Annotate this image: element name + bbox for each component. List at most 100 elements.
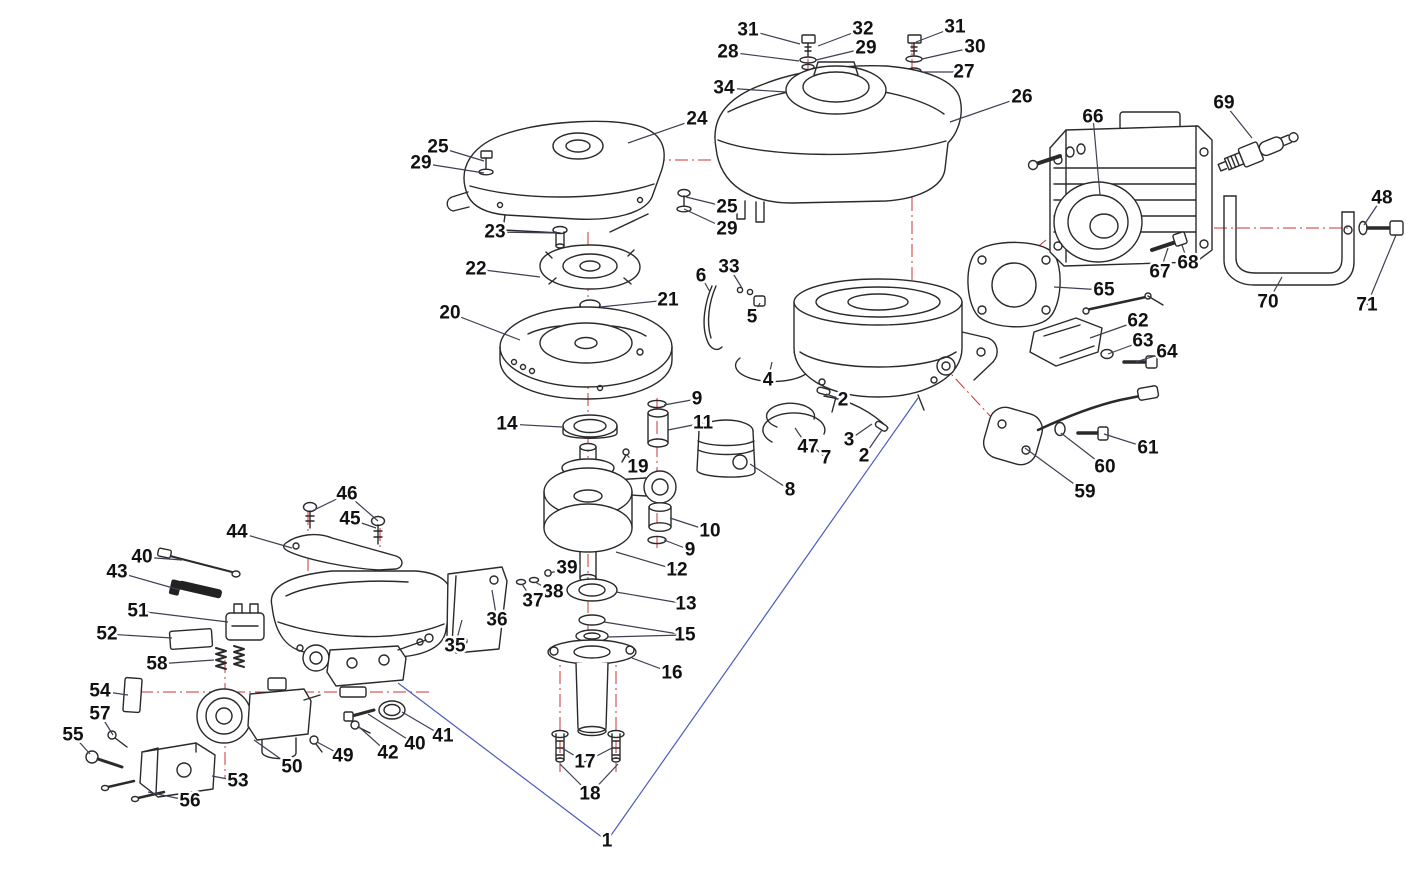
leader-line-47 <box>794 427 809 448</box>
leader-line-57 <box>99 713 114 736</box>
callout-65: 65 <box>1093 280 1115 301</box>
leader-line-2 <box>825 393 844 401</box>
leader-line-55 <box>72 734 91 755</box>
leader-line-30 <box>921 46 976 60</box>
leader-line-29 <box>420 162 485 174</box>
leader-line-50 <box>253 739 293 768</box>
leader-line-3 <box>848 423 873 441</box>
callout-59: 59 <box>1074 482 1095 503</box>
callout-13: 13 <box>675 594 696 615</box>
part-flywheel <box>499 306 673 400</box>
leader-line-44 <box>236 531 293 549</box>
leader-line-29 <box>683 208 728 230</box>
callout-47: 47 <box>797 437 818 458</box>
callout-31: 31 <box>737 20 759 41</box>
callout-11: 11 <box>693 413 714 434</box>
callout-7: 7 <box>821 448 832 469</box>
callout-66: 66 <box>1082 107 1103 128</box>
callout-39: 39 <box>556 558 577 579</box>
callout-57: 57 <box>89 704 110 725</box>
leader-line-70 <box>1267 276 1283 303</box>
leader-line-63 <box>1107 340 1144 355</box>
callout-40: 40 <box>404 734 425 755</box>
leader-line-1 <box>397 682 608 842</box>
leader-line-46 <box>346 493 379 522</box>
leader-line-18 <box>559 763 591 795</box>
leader-line-28 <box>727 51 800 62</box>
callout-35: 35 <box>444 636 466 657</box>
callout-48: 48 <box>1371 188 1392 209</box>
callout-28: 28 <box>717 42 738 63</box>
leader-line-9 <box>663 539 691 551</box>
callout-31: 31 <box>944 17 966 38</box>
leader-line-31 <box>747 29 801 45</box>
leader-line-52 <box>106 633 173 639</box>
callout-60: 60 <box>1094 457 1115 478</box>
part-bolt-43 <box>168 579 222 599</box>
leader-line-60 <box>1060 432 1106 468</box>
callout-24: 24 <box>686 109 708 130</box>
callout-30: 30 <box>964 37 985 58</box>
leader-line-12 <box>615 551 678 571</box>
leader-line-17 <box>584 747 613 763</box>
part-starter-pulley <box>539 244 641 290</box>
leader-line-25 <box>685 196 728 208</box>
callout-23: 23 <box>484 222 505 243</box>
callout-27: 27 <box>953 62 974 83</box>
callout-45: 45 <box>339 509 361 530</box>
callout-64: 64 <box>1156 342 1178 363</box>
leader-line-13 <box>615 591 687 605</box>
leader-line-2 <box>863 429 883 457</box>
callout-8: 8 <box>785 480 796 501</box>
callout-19: 19 <box>627 457 648 478</box>
leader-line-5 <box>751 302 761 318</box>
callout-20: 20 <box>439 303 460 324</box>
part-exhaust-plate <box>1029 292 1164 369</box>
callout-10: 10 <box>699 521 720 542</box>
callout-71: 71 <box>1356 295 1378 316</box>
callout-44: 44 <box>226 522 248 543</box>
leader-line-71 <box>1366 234 1397 306</box>
callout-62: 62 <box>1127 311 1148 332</box>
part-condenser-plate <box>168 627 214 651</box>
leader-line-64 <box>1135 351 1168 363</box>
leader-line-17 <box>561 747 586 763</box>
leader-line-16 <box>631 657 673 674</box>
leader-line-23 <box>494 231 557 234</box>
tank-mount-screws <box>799 34 923 75</box>
leader-line-9 <box>663 398 698 406</box>
leader-line-4 <box>767 361 773 381</box>
part-shapes <box>85 34 1404 803</box>
leader-line-19 <box>626 454 639 468</box>
leader-line-48 <box>1363 197 1383 226</box>
leader-line-26 <box>949 96 1023 123</box>
leader-line-21 <box>599 299 669 308</box>
leader-line-40 <box>367 713 416 745</box>
leader-line-37 <box>521 583 534 602</box>
leader-line-43 <box>116 571 181 591</box>
leader-line-56 <box>147 791 191 802</box>
leader-line-24 <box>627 118 698 144</box>
leader-line-41 <box>401 711 444 737</box>
callout-12: 12 <box>666 560 687 581</box>
callout-53: 53 <box>227 771 248 792</box>
part-governor-linkage <box>703 285 889 432</box>
callout-4: 4 <box>763 370 774 391</box>
leader-line-14 <box>506 423 563 428</box>
leader-line-40 <box>141 556 183 561</box>
callout-56: 56 <box>179 791 200 812</box>
callout-33: 33 <box>718 257 739 278</box>
callout-3: 3 <box>844 430 855 451</box>
leader-line-69 <box>1223 102 1253 139</box>
leader-line-53 <box>211 775 239 782</box>
callout-40: 40 <box>131 547 152 568</box>
leader-line-65 <box>1053 286 1105 291</box>
callout-34: 34 <box>713 78 735 99</box>
callout-38: 38 <box>542 582 563 603</box>
part-ignition-module <box>982 385 1160 466</box>
leader-line-38 <box>534 581 554 593</box>
leader-line-6 <box>700 275 711 293</box>
callout-55: 55 <box>62 725 84 746</box>
